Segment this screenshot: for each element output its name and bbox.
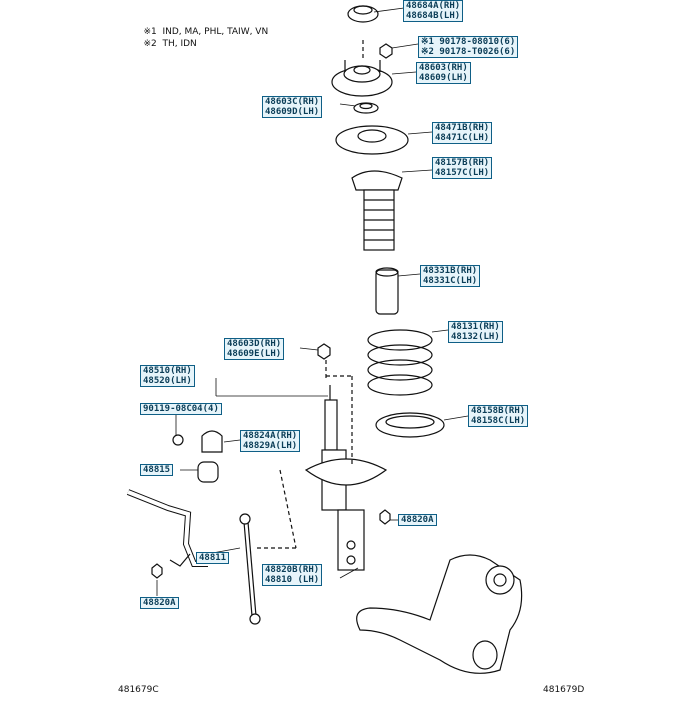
bearing-part [353,102,379,114]
diagram-id-right: 481679D [543,685,585,695]
callout-line: 48603D(RH) [227,339,282,349]
callout-48603c[interactable]: 48603C(RH) 48609D(LH) [262,96,323,118]
bump-stopper-part [375,267,399,315]
link-nut-part [151,509,391,579]
note-1: ※1 IND, MA, PHL, TAIW, VN [132,17,268,47]
callout-48603d[interactable]: 48603D(RH) 48609E(LH) [224,338,285,360]
lower-insulator-part [375,412,445,438]
callout-48820b[interactable]: 48820B(RH) 48810 (LH) [262,564,323,586]
callout-line: 48810 (LH) [265,575,320,585]
callout-line: 48684B(LH) [406,11,461,21]
callout-48815[interactable]: 48815 [140,464,174,476]
callout-line: 48471C(LH) [435,133,490,143]
callout-line: 48158B(RH) [471,406,526,416]
shock-absorber-part [304,385,388,571]
steering-knuckle-part [356,554,523,674]
callout-line: ※2 90178-T0026(6) [421,47,516,57]
callout-48471[interactable]: 48471B(RH) 48471C(LH) [432,122,493,144]
leader-lines [156,7,469,596]
callout-48331[interactable]: 48331B(RH) 48331C(LH) [420,265,481,287]
callout-line: 48820B(RH) [265,565,320,575]
callout-line: 48132(LH) [451,332,500,342]
callout-line: 48609D(LH) [265,107,320,117]
dust-cap-part [347,5,379,23]
callout-48824[interactable]: 48824A(RH) 48829A(LH) [240,430,301,452]
upper-spring-seat-part [335,125,409,155]
note-1-mark: ※1 [143,27,157,37]
callout-line: 48331B(RH) [423,266,478,276]
assembly-guide-lines [256,40,364,549]
callout-48603[interactable]: 48603(RH) 48609(LH) [416,62,471,84]
stabilizer-link-part [239,513,261,625]
callout-line: 48829A(LH) [243,441,298,451]
callout-48131[interactable]: 48131(RH) 48132(LH) [448,321,503,343]
callout-90119[interactable]: 90119-08C04(4) [140,403,222,415]
callout-line: 48609(LH) [419,73,468,83]
diagram-id-left: 481679C [118,685,159,695]
callout-line: ※1 90178-08010(6) [421,37,516,47]
nut-part [379,43,393,59]
callout-48684[interactable]: 48684A(RH) 48684B(LH) [403,0,464,22]
strut-nut-part [317,343,331,360]
callout-48820a-right[interactable]: 48820A [398,514,437,526]
coil-spring-part [367,329,433,396]
callout-line: 48811 [199,553,227,563]
callout-line: 90119-08C04(4) [143,404,219,414]
callout-line: 48609E(LH) [227,349,282,359]
callout-line: 48824A(RH) [243,431,298,441]
callout-line: 48331C(LH) [423,276,478,286]
callout-48811[interactable]: 48811 [196,552,230,564]
note-1-text: IND, MA, PHL, TAIW, VN [162,27,269,37]
stabilizer-bushing-part [172,430,223,483]
callout-line: 48510(RH) [143,366,192,376]
note-2-mark: ※2 [143,39,157,49]
callout-48157[interactable]: 48157B(RH) 48157C(LH) [432,157,493,179]
callout-48510[interactable]: 48510(RH) 48520(LH) [140,365,195,387]
note-2: ※2 TH, IDN [132,29,197,59]
callout-line: 48684A(RH) [406,1,461,11]
callout-line: 48131(RH) [451,322,500,332]
callout-line: 48603C(RH) [265,97,320,107]
callout-line: 48158C(LH) [471,416,526,426]
callout-line: 48603(RH) [419,63,468,73]
stabilizer-bar-part [126,489,208,567]
dust-boot-part [351,170,403,251]
callout-48158[interactable]: 48158B(RH) 48158C(LH) [468,405,529,427]
callout-line: 48157C(LH) [435,168,490,178]
callout-line: 48815 [143,465,171,475]
callout-line: 48820A [143,598,176,608]
callout-line: 48820A [401,515,434,525]
callout-90178[interactable]: ※1 90178-08010(6) ※2 90178-T0026(6) [418,36,519,58]
callout-48820a-left[interactable]: 48820A [140,597,179,609]
callout-line: 48157B(RH) [435,158,490,168]
callout-line: 48471B(RH) [435,123,490,133]
callout-line: 48520(LH) [143,376,192,386]
strut-mount-part [331,60,393,97]
note-2-text: TH, IDN [162,39,197,49]
